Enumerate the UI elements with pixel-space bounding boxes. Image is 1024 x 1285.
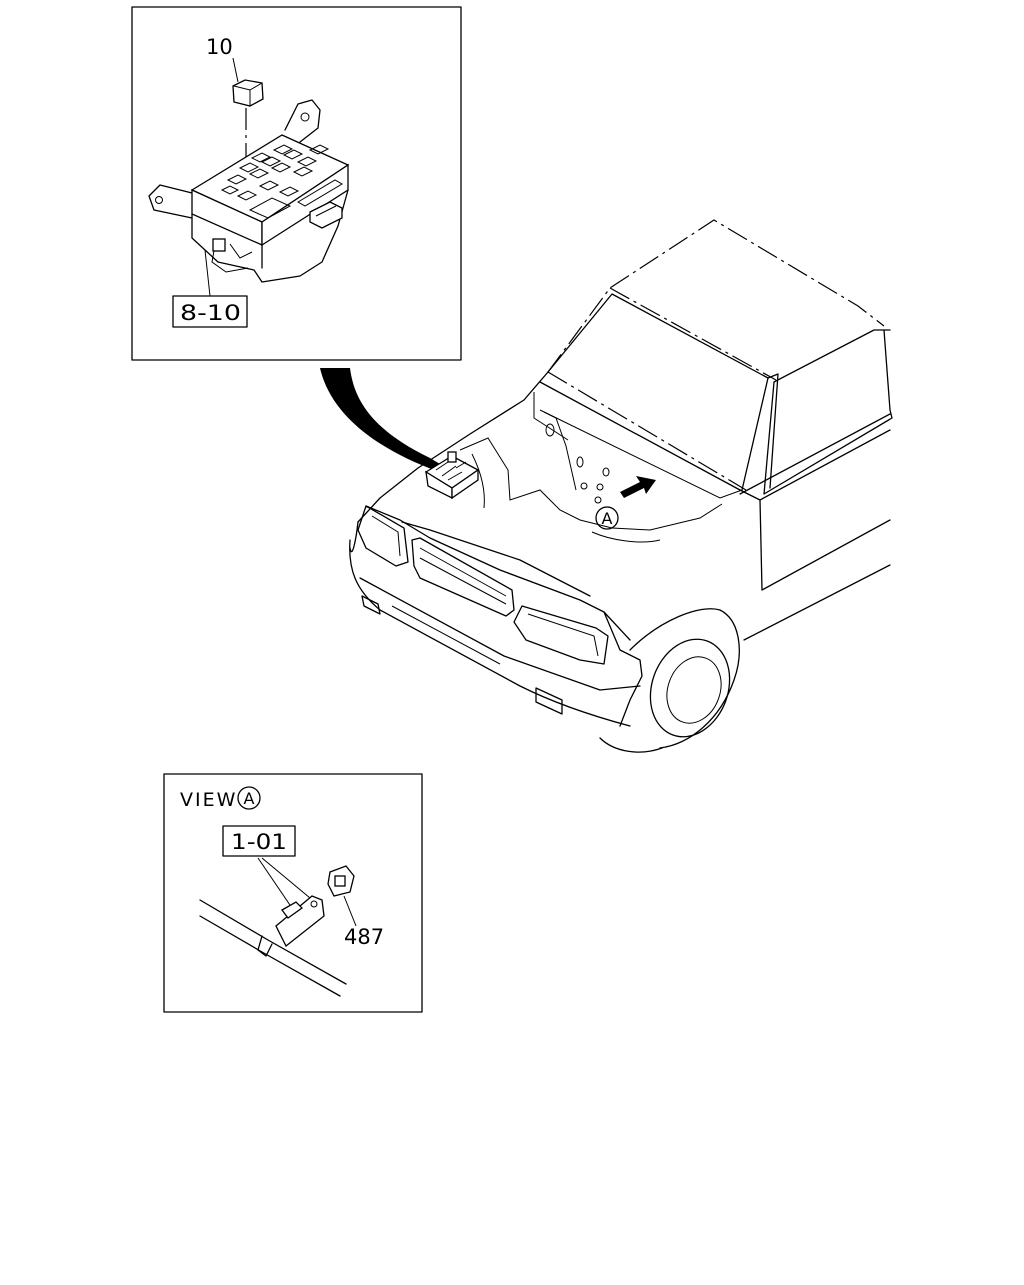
relay-box-ref-leader — [204, 249, 211, 297]
view-ref-frame — [222, 825, 296, 857]
relay-part — [232, 79, 264, 193]
relay-box-detail: 10 — [131, 6, 462, 361]
detail-pointer-arrow — [320, 368, 440, 470]
view-marker: A — [244, 789, 255, 808]
relay-box-ref-frame — [172, 295, 248, 328]
relay-callout: 10 — [206, 35, 233, 59]
relay-box-ref-callout: 8-10 — [180, 301, 241, 325]
view-direction-arrow — [620, 476, 656, 498]
relay-leader — [232, 57, 239, 83]
view-ref-callout: 1-01 — [231, 830, 287, 854]
vehicle-marker: A — [602, 509, 613, 528]
relay-box-in-vehicle — [424, 451, 480, 500]
relay-box-frame — [131, 6, 462, 361]
view-label: VIEW — [180, 789, 237, 811]
view-a-frame — [163, 773, 423, 1013]
vehicle-marker-circle — [595, 506, 619, 530]
vehicle-illustration: A — [349, 219, 893, 753]
view-a-detail: VIEW A 1-01 487 — [163, 773, 423, 1013]
clip-part — [327, 865, 355, 897]
relay-box-body — [148, 99, 350, 283]
clip-callout: 487 — [344, 925, 384, 949]
view-marker-circle — [237, 786, 261, 810]
